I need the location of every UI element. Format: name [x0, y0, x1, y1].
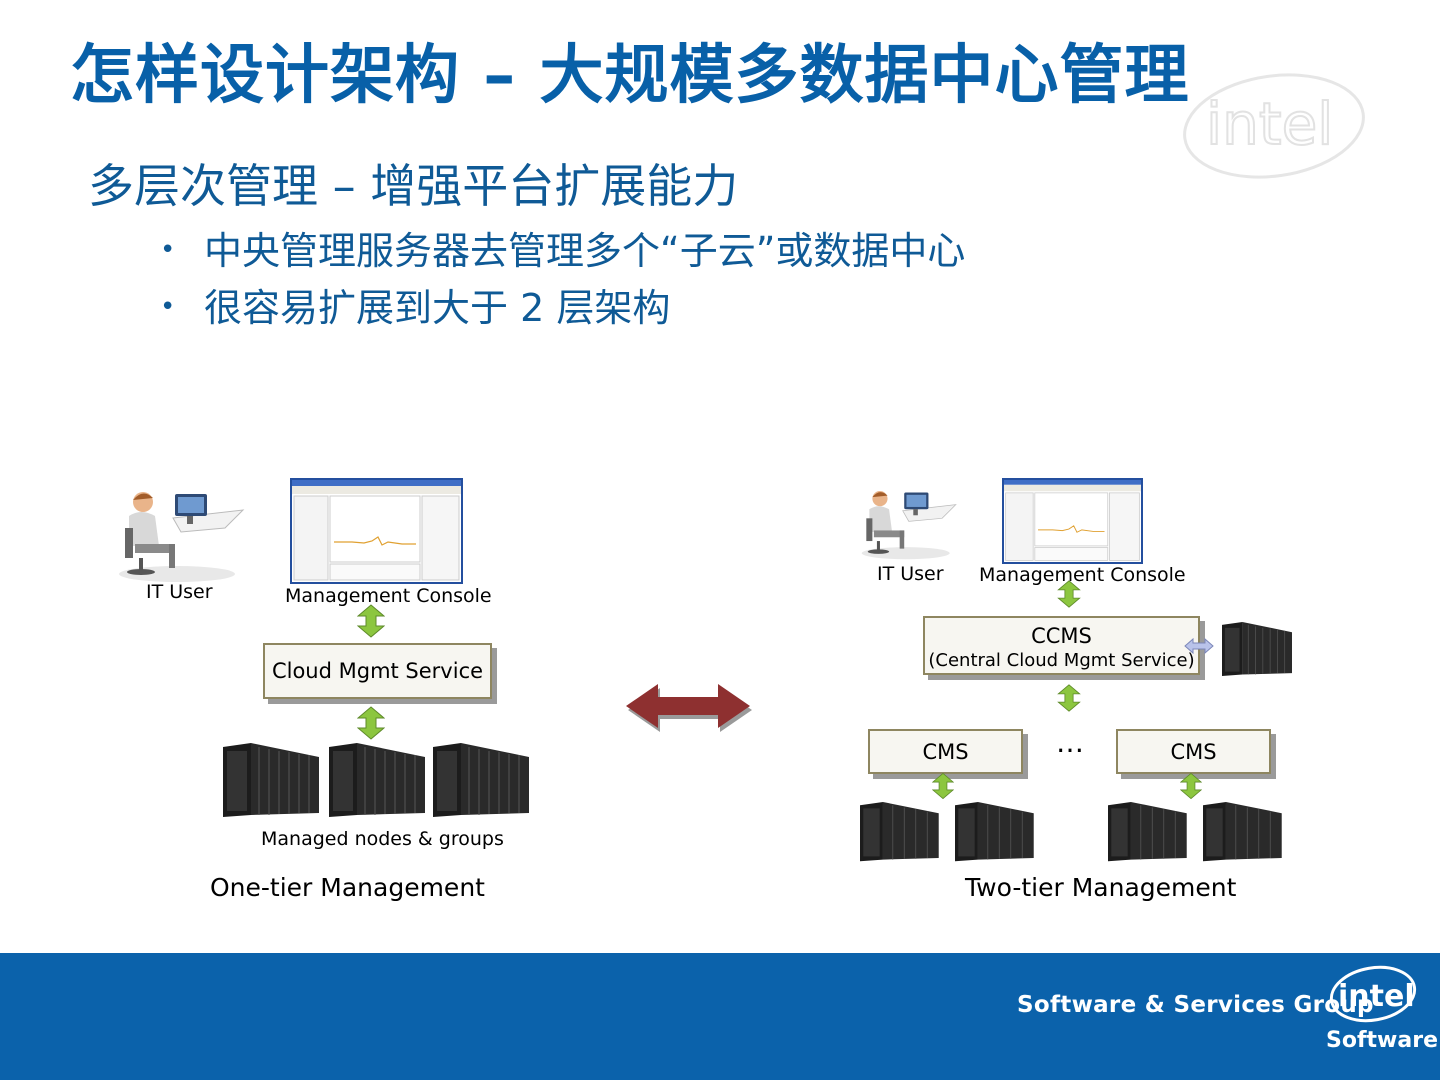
cms-box-right: CMS	[1116, 729, 1271, 774]
double-arrow-icon	[357, 604, 385, 638]
footer-bar	[0, 953, 1440, 1080]
slide-title: 怎样设计架构 – 大规模多数据中心管理	[70, 39, 1190, 113]
it-user-label: IT User	[146, 581, 213, 603]
cloud-mgmt-service-box: Cloud Mgmt Service	[263, 643, 492, 699]
bullet-item: • 很容易扩展到大于 2 层架构	[160, 277, 670, 332]
ccms-box: CCMS (Central Cloud Mgmt Service)	[923, 616, 1200, 675]
comparison-double-arrow-icon	[626, 684, 752, 732]
management-console-screenshot	[1002, 478, 1143, 564]
svg-text:intel: intel	[1206, 90, 1333, 158]
bullet-item: • 中央管理服务器去管理多个“子云”或数据中心	[160, 220, 965, 275]
double-arrow-icon	[357, 706, 385, 740]
footer-software-label: Software	[1326, 1028, 1438, 1053]
bullet-dot: •	[160, 291, 176, 322]
ccms-full-label: (Central Cloud Mgmt Service)	[928, 650, 1195, 671]
intel-watermark-logo: intel	[1183, 73, 1365, 179]
double-arrow-icon	[1057, 684, 1081, 712]
double-arrow-icon	[1180, 772, 1202, 800]
server-rack-group	[223, 743, 529, 818]
it-user-illustration	[119, 492, 245, 582]
it-user-illustration	[861, 491, 957, 560]
double-arrow-icon	[932, 772, 954, 800]
subtitle: 多层次管理 – 增强平台扩展能力	[88, 159, 739, 213]
it-user-label: IT User	[877, 563, 944, 585]
footer-group-label: Software & Services Group	[1017, 992, 1374, 1018]
double-arrow-icon	[1057, 580, 1081, 608]
intel-logo: intel	[1329, 965, 1417, 1023]
server-rack-icon	[1222, 622, 1292, 676]
bullet-dot: •	[160, 234, 176, 265]
ellipsis: …	[1056, 726, 1084, 759]
management-console-label: Management Console	[285, 585, 492, 607]
management-console-screenshot	[290, 478, 463, 584]
managed-nodes-label: Managed nodes & groups	[261, 828, 504, 850]
server-rack-group	[860, 802, 1282, 862]
svg-text:intel: intel	[1338, 979, 1415, 1014]
one-tier-caption: One-tier Management	[210, 873, 485, 902]
two-tier-caption: Two-tier Management	[965, 873, 1237, 902]
bullet-text: 中央管理服务器去管理多个“子云”或数据中心	[204, 229, 966, 273]
bullet-text: 很容易扩展到大于 2 层架构	[204, 286, 671, 330]
management-console-label: Management Console	[979, 564, 1186, 586]
ccms-label: CCMS	[1031, 624, 1092, 648]
horizontal-double-arrow-icon	[1184, 638, 1214, 654]
cms-box-left: CMS	[868, 729, 1023, 774]
